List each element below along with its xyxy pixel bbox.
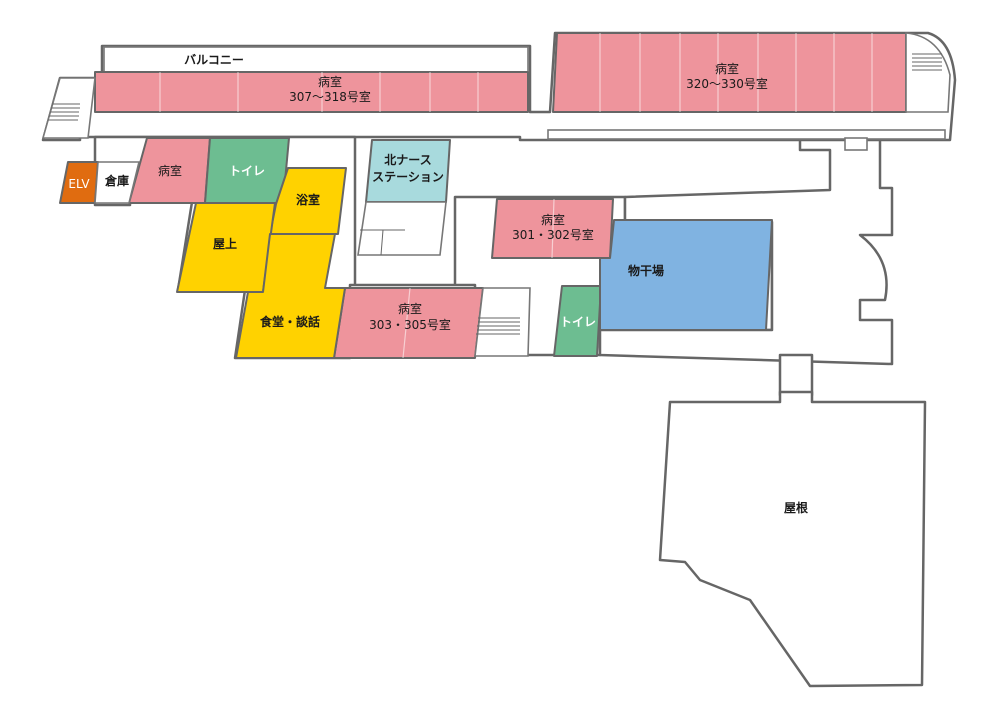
label-ward-301-302-number: 301・302号室 <box>512 227 594 242</box>
stairs-west <box>41 77 96 139</box>
label-nurse-station-line1: 北ナース <box>384 152 431 167</box>
room-labels: バルコニー 病室 307〜318号室 病室 320〜330号室 ELV 倉庫 病… <box>68 53 808 515</box>
stairs-south <box>474 287 531 357</box>
label-ward-303-305-name: 病室 <box>398 301 422 316</box>
label-ward-307-318-number: 307〜318号室 <box>289 89 371 104</box>
label-elevator-west: ELV <box>68 177 90 191</box>
label-ward-307-318-name: 病室 <box>318 74 342 89</box>
label-drying-area: 物干場 <box>628 263 664 278</box>
dining-lounge <box>235 233 346 359</box>
east-corridor-strip <box>547 129 946 140</box>
label-dining: 食堂・談話 <box>259 314 320 329</box>
label-ward-320-330-name: 病室 <box>715 61 739 76</box>
ward-307-318 <box>94 71 529 113</box>
label-toilet-south: トイレ <box>560 315 596 329</box>
stairs-east <box>905 32 951 113</box>
label-ward-301-302-name: 病室 <box>541 212 565 227</box>
roof-area <box>658 390 927 688</box>
label-balcony: バルコニー <box>184 53 244 67</box>
drying-area <box>599 219 773 331</box>
label-ward-small: 病室 <box>158 163 182 178</box>
nurse-station-annex <box>357 201 447 256</box>
label-toilet-north: トイレ <box>229 164 265 178</box>
label-rooftop: 屋上 <box>213 236 237 251</box>
label-roof: 屋根 <box>784 500 808 515</box>
east-stair-landing <box>844 137 868 151</box>
label-storage: 倉庫 <box>104 173 129 188</box>
ward-307-318-area <box>94 71 529 113</box>
balcony <box>103 46 529 74</box>
label-nurse-station-line2: ステーション <box>372 170 444 184</box>
label-bath: 浴室 <box>296 192 320 207</box>
toilet-south <box>553 285 602 357</box>
label-elevator-center: ELV <box>408 226 430 240</box>
label-ward-303-305-number: 303・305号室 <box>369 317 451 332</box>
storage-room <box>94 161 141 204</box>
label-ward-320-330-number: 320〜330号室 <box>686 76 768 91</box>
